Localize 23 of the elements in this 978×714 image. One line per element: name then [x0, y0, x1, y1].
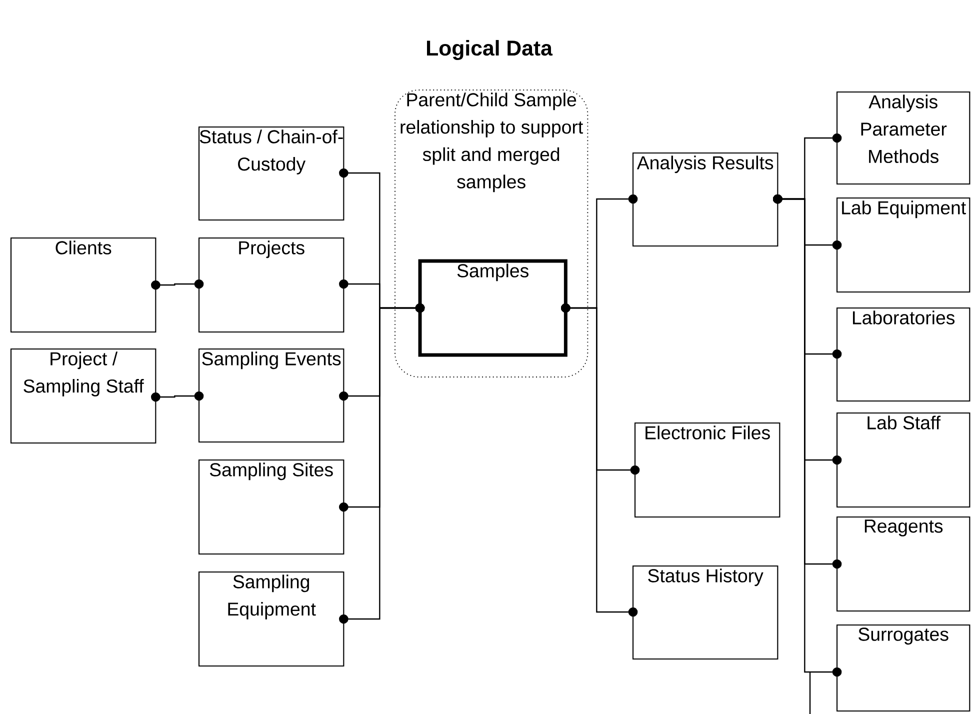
entity-box: Lab Equipment	[836, 197, 970, 293]
entity-box: Sampling Equipment	[198, 571, 344, 667]
connector-line	[561, 303, 638, 617]
entity-box: Surrogates	[836, 624, 970, 712]
entity-box: Analysis Results	[632, 152, 778, 247]
connector-line	[773, 194, 842, 677]
entity-box: Sampling Events	[198, 348, 344, 443]
entity-box: Projects	[198, 237, 344, 333]
title: Logical Data	[427, 40, 553, 60]
entity-box: Status / Chain-of-Custody	[198, 126, 344, 221]
connector-line	[151, 279, 204, 290]
entity-box: Sampling Sites	[198, 459, 344, 555]
entity-box: Lab Staff	[836, 412, 970, 508]
connector-line	[151, 391, 204, 402]
entity-box: Electronic Files	[634, 422, 780, 518]
entity-box: Reagents	[836, 516, 970, 612]
entity-box: Status History	[632, 565, 778, 660]
entity-box: Project / Sampling Staff	[10, 348, 156, 444]
entity-box: Clients	[10, 237, 156, 333]
entity-box: Laboratories	[836, 307, 970, 402]
connector-line	[339, 303, 425, 624]
entity-box: Analysis Parameter Methods	[836, 91, 970, 185]
entity-box: Samples	[418, 259, 568, 357]
